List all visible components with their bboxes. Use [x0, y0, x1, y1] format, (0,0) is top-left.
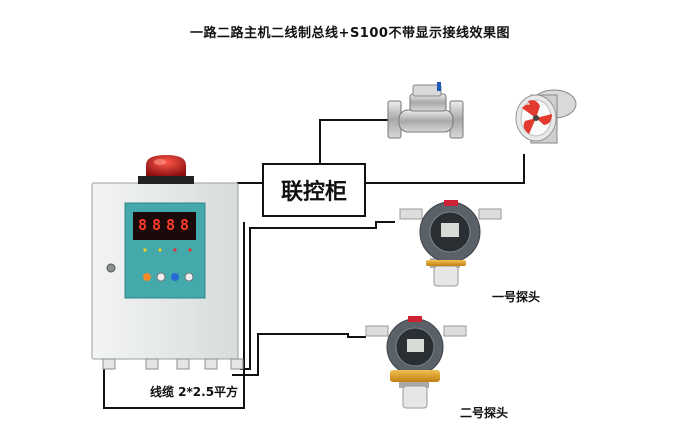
detector-2-label: 二号探头	[460, 406, 509, 420]
button-4[interactable]	[184, 272, 194, 282]
wire-valve	[319, 119, 388, 163]
controller-buttons	[143, 248, 194, 282]
wire-detector-1	[240, 221, 395, 370]
detector-1-label: 一号探头	[492, 290, 541, 304]
diagram-title: 一路二路主机二线制总线+S100不带显示接线效果图	[190, 26, 510, 41]
gas-detector-icon	[365, 316, 467, 409]
button-3[interactable]	[171, 273, 179, 281]
wires	[103, 119, 525, 409]
alarm-light-icon	[138, 155, 194, 184]
cable-glands	[102, 358, 244, 370]
control-cabinet-label: 联控柜	[280, 180, 347, 205]
button-1[interactable]	[143, 273, 151, 281]
wire-cable-loop	[103, 222, 245, 409]
display-digit: 8	[179, 216, 190, 234]
wire-detector-2	[232, 333, 366, 376]
cable-label: 线缆 2*2.5平方	[150, 385, 239, 399]
display-digit: 8	[165, 216, 176, 234]
controller-display	[133, 212, 196, 240]
display-digit: 8	[151, 216, 162, 234]
wire-fan	[366, 154, 525, 184]
key-lock-icon	[106, 263, 116, 273]
display-digit: 8	[137, 216, 148, 234]
control-cabinet: 联控柜	[262, 163, 366, 217]
gas-detector-icon	[399, 200, 502, 287]
exhaust-fan-icon	[515, 89, 577, 144]
gas-controller	[91, 182, 244, 370]
button-2[interactable]	[156, 272, 166, 282]
solenoid-valve-icon	[387, 82, 464, 139]
